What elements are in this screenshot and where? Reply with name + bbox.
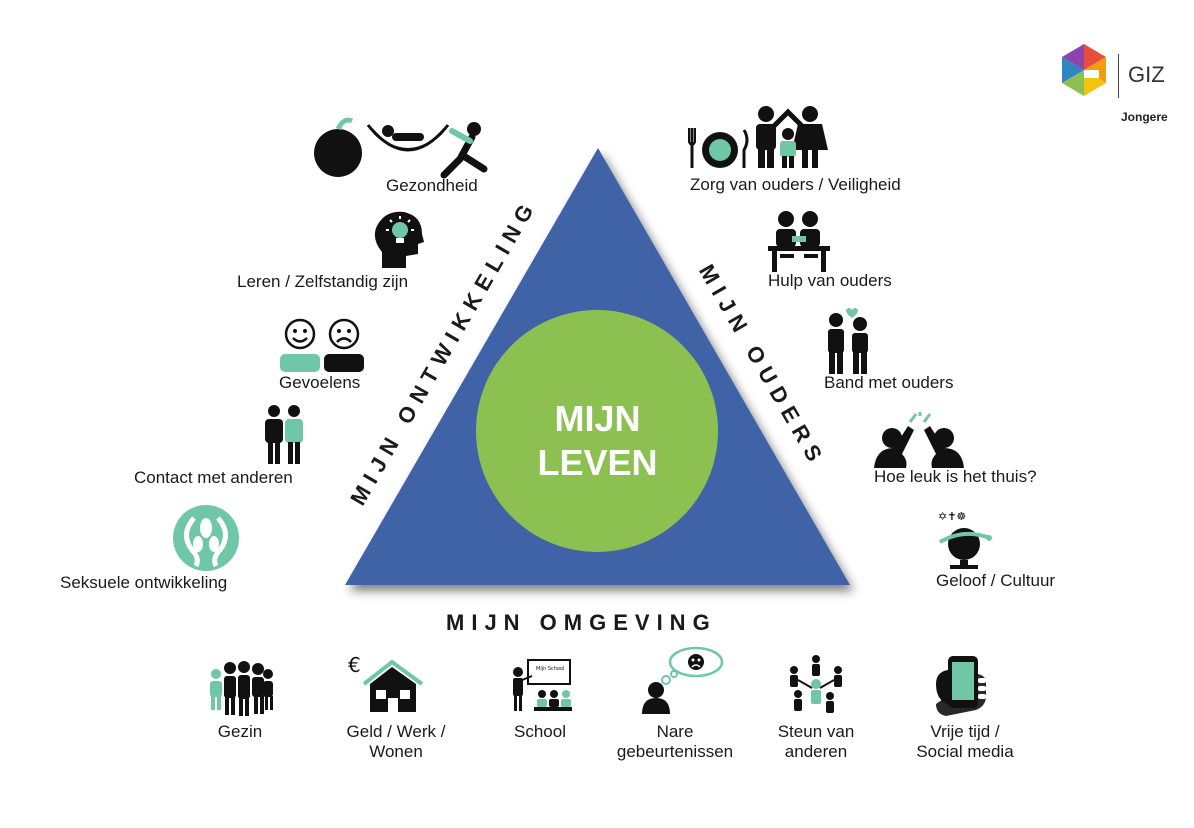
support-circle-icon bbox=[790, 655, 842, 713]
label-hoe-leuk: Hoe leuk is het thuis? bbox=[874, 467, 1037, 486]
happy-sad-faces-icon bbox=[280, 318, 364, 372]
classroom-icon: Mijn School bbox=[513, 659, 572, 711]
family-group-icon bbox=[210, 661, 273, 716]
logo-subtitle: Jongere bbox=[1121, 110, 1168, 124]
head-lightbulb-icon bbox=[374, 211, 424, 268]
logo-divider bbox=[1118, 54, 1119, 98]
label-gezondheid: Gezondheid bbox=[386, 176, 478, 195]
logo-name: GIZ bbox=[1128, 62, 1165, 87]
high-five-icon bbox=[874, 412, 964, 468]
giz-logo-icon bbox=[1062, 44, 1106, 96]
label-seksuele: Seksuele ontwikkeling bbox=[60, 573, 228, 592]
parent-child-heart-icon bbox=[828, 308, 868, 374]
parent-child-desk-icon bbox=[768, 211, 830, 272]
two-people-icon bbox=[265, 405, 303, 464]
phone-hand-icon bbox=[936, 656, 986, 716]
center-label: MIJN LEVEN bbox=[537, 398, 658, 483]
svg-text:✡✝☸: ✡✝☸ bbox=[938, 510, 966, 523]
label-hulp: Hulp van ouders bbox=[768, 271, 892, 290]
school-board-text: Mijn School bbox=[536, 666, 564, 672]
sad-thought-icon bbox=[642, 646, 724, 714]
label-contact: Contact met anderen bbox=[134, 468, 293, 487]
globe-religion-icon: ✡✝☸ bbox=[938, 510, 992, 569]
label-band: Band met ouders bbox=[824, 373, 954, 392]
label-gezin: Gezin bbox=[217, 722, 263, 741]
label-geloof: Geloof / Cultuur bbox=[936, 571, 1056, 590]
label-gevoelens: Gevoelens bbox=[279, 373, 361, 392]
svg-text:€: € bbox=[348, 653, 361, 677]
apple-hammock-yoga-icon bbox=[314, 117, 488, 179]
center-circle bbox=[476, 310, 718, 552]
label-vrije-tijd: Vrije tijd /Social media bbox=[916, 722, 1014, 761]
side-label-bottom: MIJN OMGEVING bbox=[446, 610, 717, 635]
euro-house-icon: € bbox=[348, 653, 424, 712]
hands-circle-icon bbox=[173, 505, 239, 571]
label-school: School bbox=[514, 722, 566, 741]
label-leren: Leren / Zelfstandig zijn bbox=[237, 272, 409, 291]
label-zorg: Zorg van ouders / Veiligheid bbox=[690, 175, 901, 194]
plate-family-icon bbox=[688, 106, 828, 168]
label-geld: Geld / Werk /Wonen bbox=[346, 722, 446, 761]
